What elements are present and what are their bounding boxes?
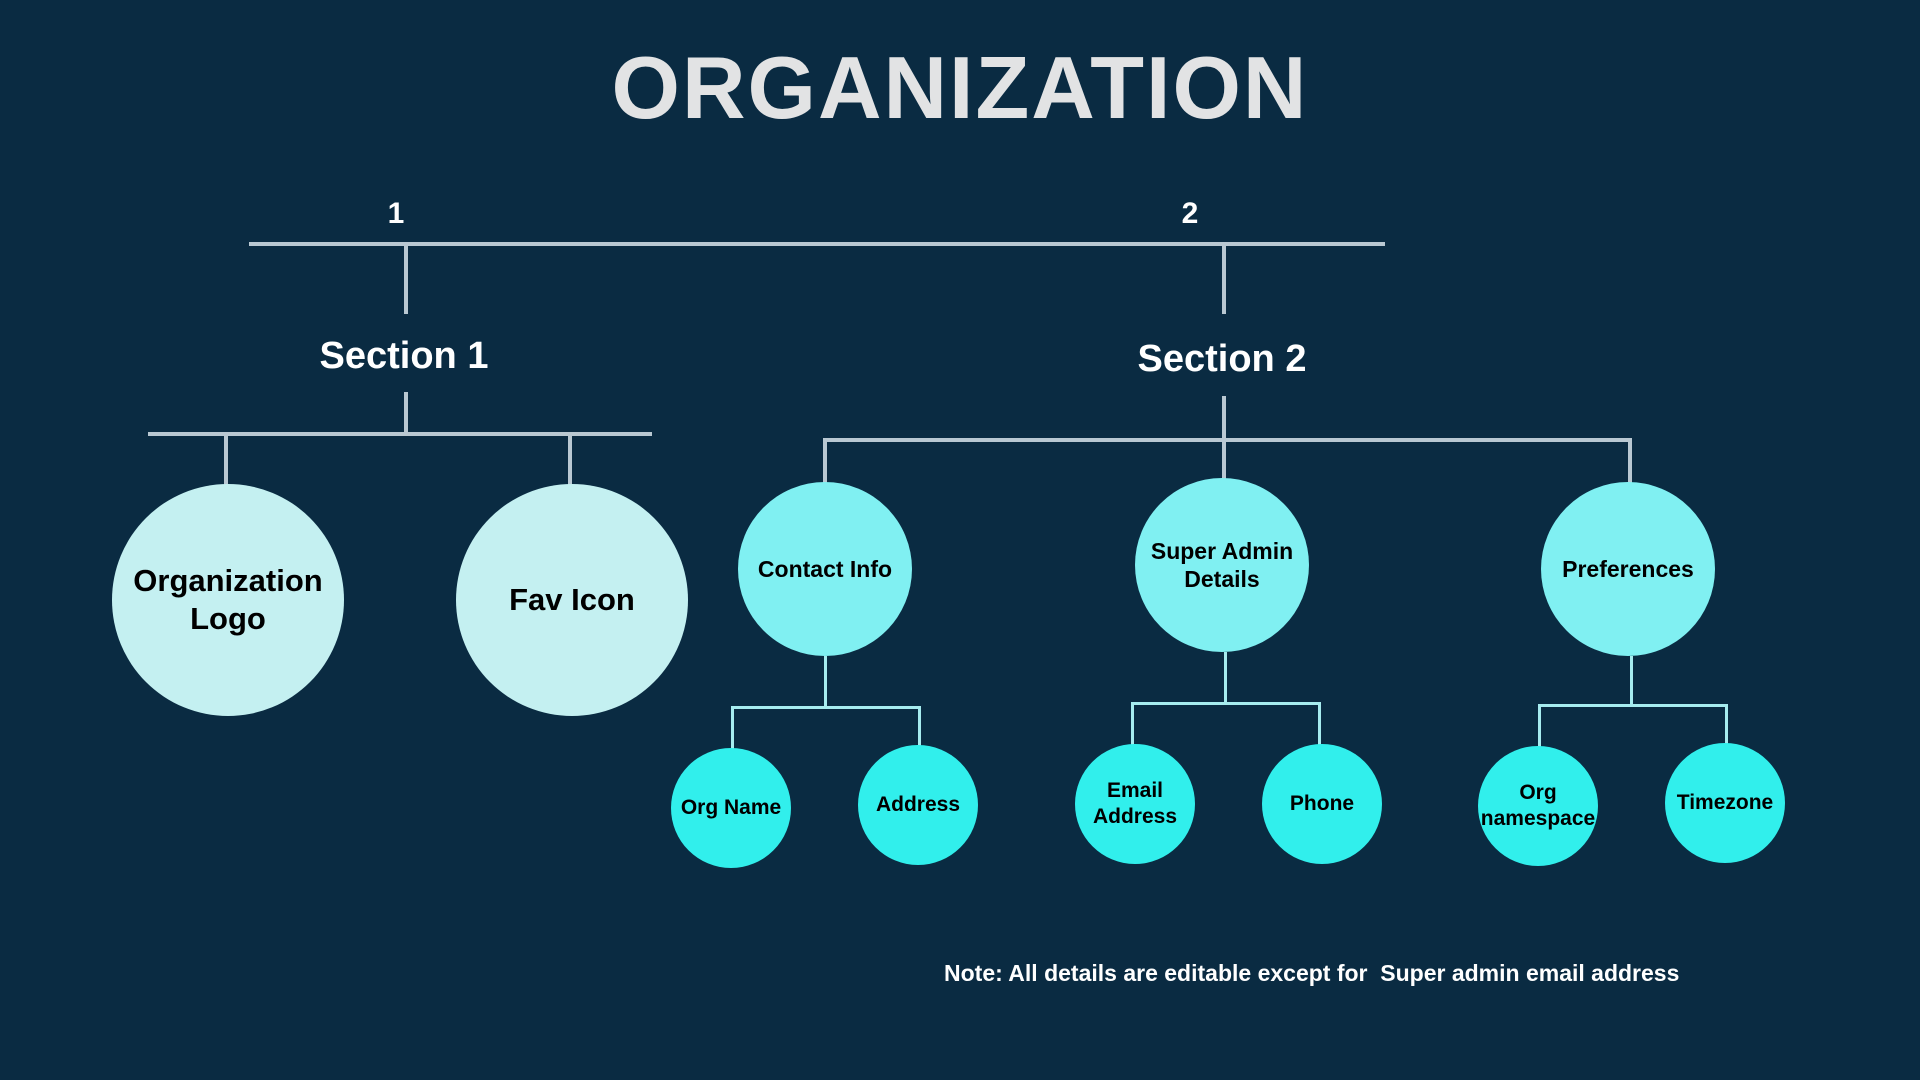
node-preferences-label: Preferences <box>1562 555 1694 582</box>
section-2-stem <box>1222 396 1226 440</box>
section-1-children-connector <box>148 432 652 436</box>
section-1-stem <box>404 392 408 434</box>
node-fav-icon[interactable]: Fav Icon <box>456 484 688 716</box>
node-email-address[interactable]: Email Address <box>1075 744 1195 864</box>
preferences-children-connector <box>1538 704 1727 707</box>
page-title: ORGANIZATION <box>611 38 1309 137</box>
super-admin-stem <box>1224 652 1227 704</box>
preferences-drop-2 <box>1725 704 1728 748</box>
preferences-drop-1 <box>1538 704 1541 748</box>
section-1-drop-2 <box>568 432 572 488</box>
contact-info-drop-1 <box>731 706 734 750</box>
contact-info-stem <box>824 656 827 708</box>
node-contact-info-label: Contact Info <box>757 555 893 582</box>
footer-note: Note: All details are editable except fo… <box>944 960 1680 986</box>
node-address[interactable]: Address <box>858 745 978 865</box>
node-phone[interactable]: Phone <box>1262 744 1382 864</box>
node-org-namespace[interactable]: Org namespace <box>1478 746 1598 866</box>
section-1-drop-1 <box>224 432 228 488</box>
root-drop-section-2 <box>1222 242 1226 314</box>
node-super-admin-details[interactable]: Super Admin Details <box>1135 478 1309 652</box>
contact-info-children-connector <box>731 706 920 709</box>
node-organization-logo-label: Organization Logo <box>133 563 323 636</box>
preferences-stem <box>1630 656 1633 706</box>
branch-number-2: 2 <box>1181 197 1199 230</box>
section-2-drop-3 <box>1628 438 1632 486</box>
node-email-address-label: Email Address <box>1092 779 1178 828</box>
node-contact-info[interactable]: Contact Info <box>738 482 912 656</box>
section-label-1: Section 1 <box>319 335 489 377</box>
node-organization-logo[interactable]: Organization Logo <box>112 484 344 716</box>
node-super-admin-details-label: Super Admin Details <box>1150 537 1294 592</box>
contact-info-drop-2 <box>918 706 921 750</box>
node-preferences[interactable]: Preferences <box>1541 482 1715 656</box>
node-timezone[interactable]: Timezone <box>1665 743 1785 863</box>
super-admin-drop-1 <box>1131 702 1134 746</box>
section-2-drop-2 <box>1222 438 1226 486</box>
node-org-name[interactable]: Org Name <box>671 748 791 868</box>
node-timezone-label: Timezone <box>1676 791 1774 815</box>
node-phone-label: Phone <box>1289 792 1355 816</box>
node-fav-icon-label: Fav Icon <box>509 582 635 618</box>
root-horizontal-connector <box>249 242 1385 246</box>
root-drop-section-1 <box>404 242 408 314</box>
super-admin-children-connector <box>1131 702 1320 705</box>
section-2-children-connector <box>823 438 1632 442</box>
branch-number-1: 1 <box>387 197 405 230</box>
super-admin-drop-2 <box>1318 702 1321 746</box>
section-2-drop-1 <box>823 438 827 486</box>
node-org-namespace-label: Org namespace <box>1480 781 1596 830</box>
section-label-2: Section 2 <box>1137 338 1307 380</box>
node-address-label: Address <box>875 793 961 817</box>
node-org-name-label: Org Name <box>680 796 782 820</box>
